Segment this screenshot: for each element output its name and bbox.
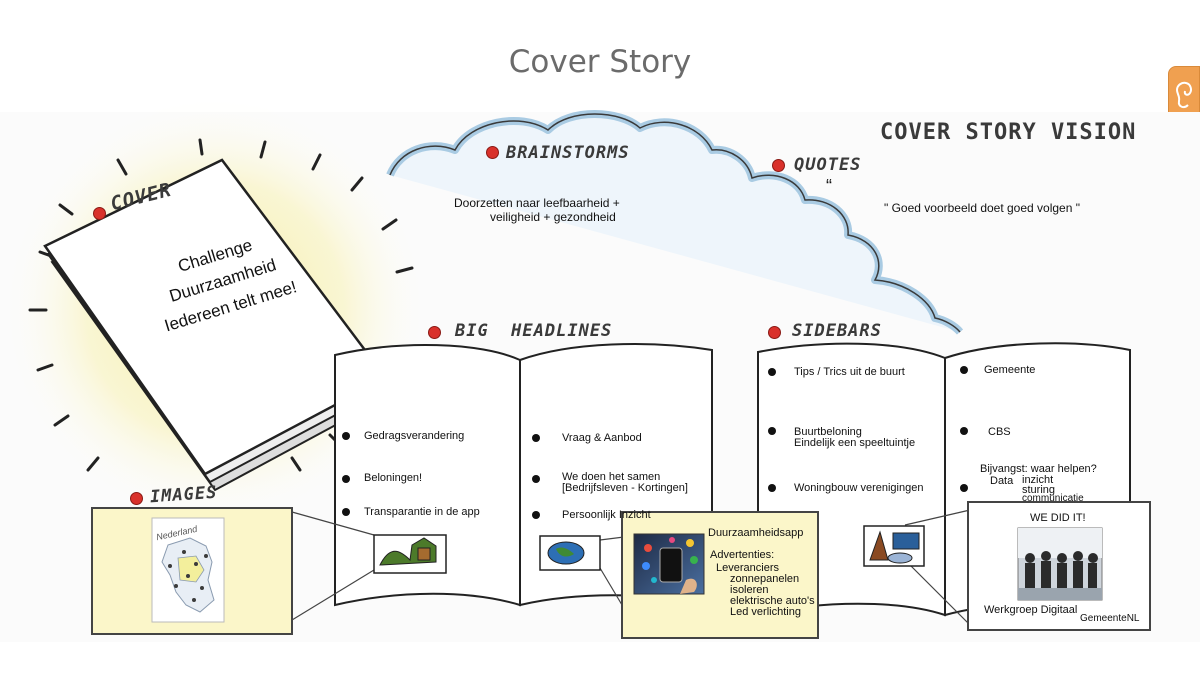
quotes-label: QUOTES bbox=[794, 155, 861, 175]
quote-mark: “ bbox=[826, 176, 832, 197]
quote-text: " Goed voorbeeld doet goed volgen " bbox=[884, 202, 1080, 216]
sidebar-item: CBS bbox=[988, 426, 1011, 439]
sidebars-label: SIDEBARS bbox=[792, 321, 882, 341]
bullet bbox=[960, 484, 968, 492]
bullet bbox=[532, 475, 540, 483]
bullet bbox=[768, 484, 776, 492]
bullet bbox=[768, 368, 776, 376]
team-title: WE DID IT! bbox=[1030, 512, 1086, 525]
headline-item: Beloningen! bbox=[364, 472, 422, 485]
bullet bbox=[960, 366, 968, 374]
sidebar-item: Eindelijk een speeltuintje bbox=[794, 437, 915, 450]
headline-item: [Bedrijfsleven - Kortingen] bbox=[562, 482, 688, 495]
quotes-dot bbox=[772, 159, 785, 172]
brainstorms-label: BRAINSTORMS bbox=[506, 143, 630, 163]
app-heading: Advertenties: bbox=[710, 549, 774, 562]
cover-dot bbox=[93, 207, 106, 220]
team-org: GemeenteNL bbox=[1080, 613, 1139, 625]
thumbnail-sketch bbox=[864, 526, 924, 566]
bullet bbox=[342, 475, 350, 483]
bullet bbox=[768, 427, 776, 435]
thumbnail-earth bbox=[540, 536, 600, 570]
app-item: Led verlichting bbox=[730, 606, 801, 619]
headlines-dot bbox=[428, 326, 441, 339]
sidebar-item: communicatie bbox=[1022, 493, 1084, 505]
app-title: Duurzaamheidsapp bbox=[708, 527, 803, 540]
sidebar-item: Gemeente bbox=[984, 364, 1035, 377]
bullet bbox=[342, 508, 350, 516]
images-dot bbox=[130, 492, 143, 505]
brainstorm-line-1: Doorzetten naar leefbaarheid + bbox=[454, 197, 620, 211]
sidebar-item: Tips / Trics uit de buurt bbox=[794, 366, 905, 379]
sidebars-dot bbox=[768, 326, 781, 339]
thumbnail-house bbox=[374, 535, 446, 573]
vision-title: COVER STORY VISION bbox=[880, 120, 1136, 145]
brainstorms-dot bbox=[486, 146, 499, 159]
headline-item: Gedragsverandering bbox=[364, 430, 464, 443]
bullet bbox=[532, 511, 540, 519]
team-caption: Werkgroep Digitaal bbox=[984, 604, 1077, 617]
headlines-label: BIG HEADLINES bbox=[455, 321, 612, 341]
sidebar-item: Data bbox=[990, 475, 1013, 488]
bullet bbox=[342, 432, 350, 440]
headline-item: Vraag & Aanbod bbox=[562, 432, 642, 445]
headline-item: Persoonlijk Inzicht bbox=[562, 509, 651, 522]
sidebar-item: Woningbouw verenigingen bbox=[794, 482, 923, 495]
bullet bbox=[960, 427, 968, 435]
bullet bbox=[532, 434, 540, 442]
brainstorm-line-2: veiligheid + gezondheid bbox=[490, 211, 616, 225]
headline-item: Transparantie in de app bbox=[364, 506, 480, 519]
